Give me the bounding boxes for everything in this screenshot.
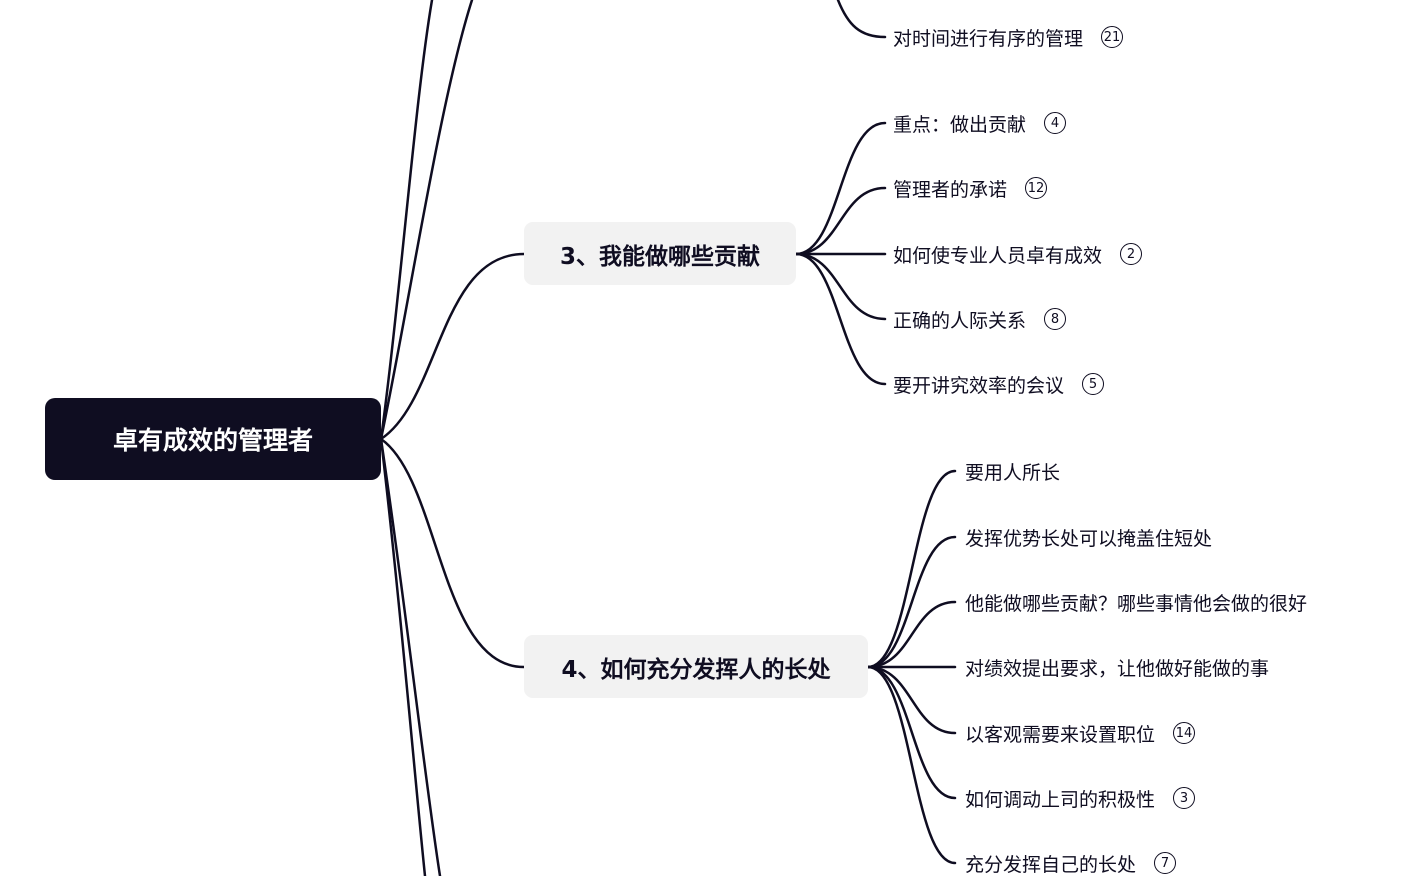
topic-node[interactable]: 对绩效提出要求，让他做好能做的事 [965,652,1269,682]
topic-node[interactable]: 正确的人际关系 8 [893,304,1067,334]
topic-label: 重点：做出贡献 [893,113,1027,136]
topic-label: 正确的人际关系 [893,309,1027,332]
count-badge[interactable]: 8 [1044,308,1067,330]
branch-node-strengths[interactable]: 4、如何充分发挥人的长处 [524,635,868,698]
branch-label: 3、我能做哪些贡献 [559,243,760,270]
count-badge[interactable]: 2 [1120,243,1143,265]
topic-node[interactable]: 重点：做出贡献 4 [893,108,1067,138]
topic-label: 对时间进行有序的管理 [893,27,1084,50]
topic-node[interactable]: 以客观需要来设置职位 14 [965,718,1196,748]
count-badge[interactable]: 14 [1173,722,1196,744]
topic-label: 如何调动上司的积极性 [965,788,1156,811]
topic-label: 充分发挥自己的长处 [965,853,1137,876]
topic-label: 对绩效提出要求，让他做好能做的事 [965,657,1270,680]
topic-label: 如何使专业人员卓有成效 [893,244,1103,267]
topic-node[interactable]: 对时间进行有序的管理 21 [893,22,1124,52]
count-badge[interactable]: 21 [1101,26,1124,48]
topic-node[interactable]: 充分发挥自己的长处 7 [965,848,1177,878]
topic-label: 管理者的承诺 [893,178,1008,201]
topic-node[interactable]: 发挥优势长处可以掩盖住短处 [965,522,1212,552]
topic-node[interactable]: 要开讲究效率的会议 5 [893,369,1105,399]
count-badge[interactable]: 5 [1082,373,1105,395]
topic-label: 他能做哪些贡献？哪些事情他会做的很好 [965,592,1308,615]
topic-node[interactable]: 如何调动上司的积极性 3 [965,783,1196,813]
count-badge[interactable]: 4 [1044,112,1067,134]
branch-label: 4、如何充分发挥人的长处 [561,656,831,683]
count-badge[interactable]: 7 [1154,852,1177,874]
root-label: 卓有成效的管理者 [112,426,313,455]
root-node[interactable]: 卓有成效的管理者 [45,398,381,480]
count-badge[interactable]: 12 [1025,177,1048,199]
topic-label: 发挥优势长处可以掩盖住短处 [965,527,1213,550]
topic-label: 以客观需要来设置职位 [965,723,1156,746]
branch-node-contribution[interactable]: 3、我能做哪些贡献 [524,222,796,285]
topic-node[interactable]: 他能做哪些贡献？哪些事情他会做的很好 [965,587,1307,617]
topic-node[interactable]: 要用人所长 [965,456,1060,486]
topic-label: 要用人所长 [965,461,1061,484]
topic-label: 要开讲究效率的会议 [893,374,1065,397]
topic-node[interactable]: 管理者的承诺 12 [893,173,1048,203]
count-badge[interactable]: 3 [1173,787,1196,809]
topic-node[interactable]: 如何使专业人员卓有成效 2 [893,239,1143,269]
